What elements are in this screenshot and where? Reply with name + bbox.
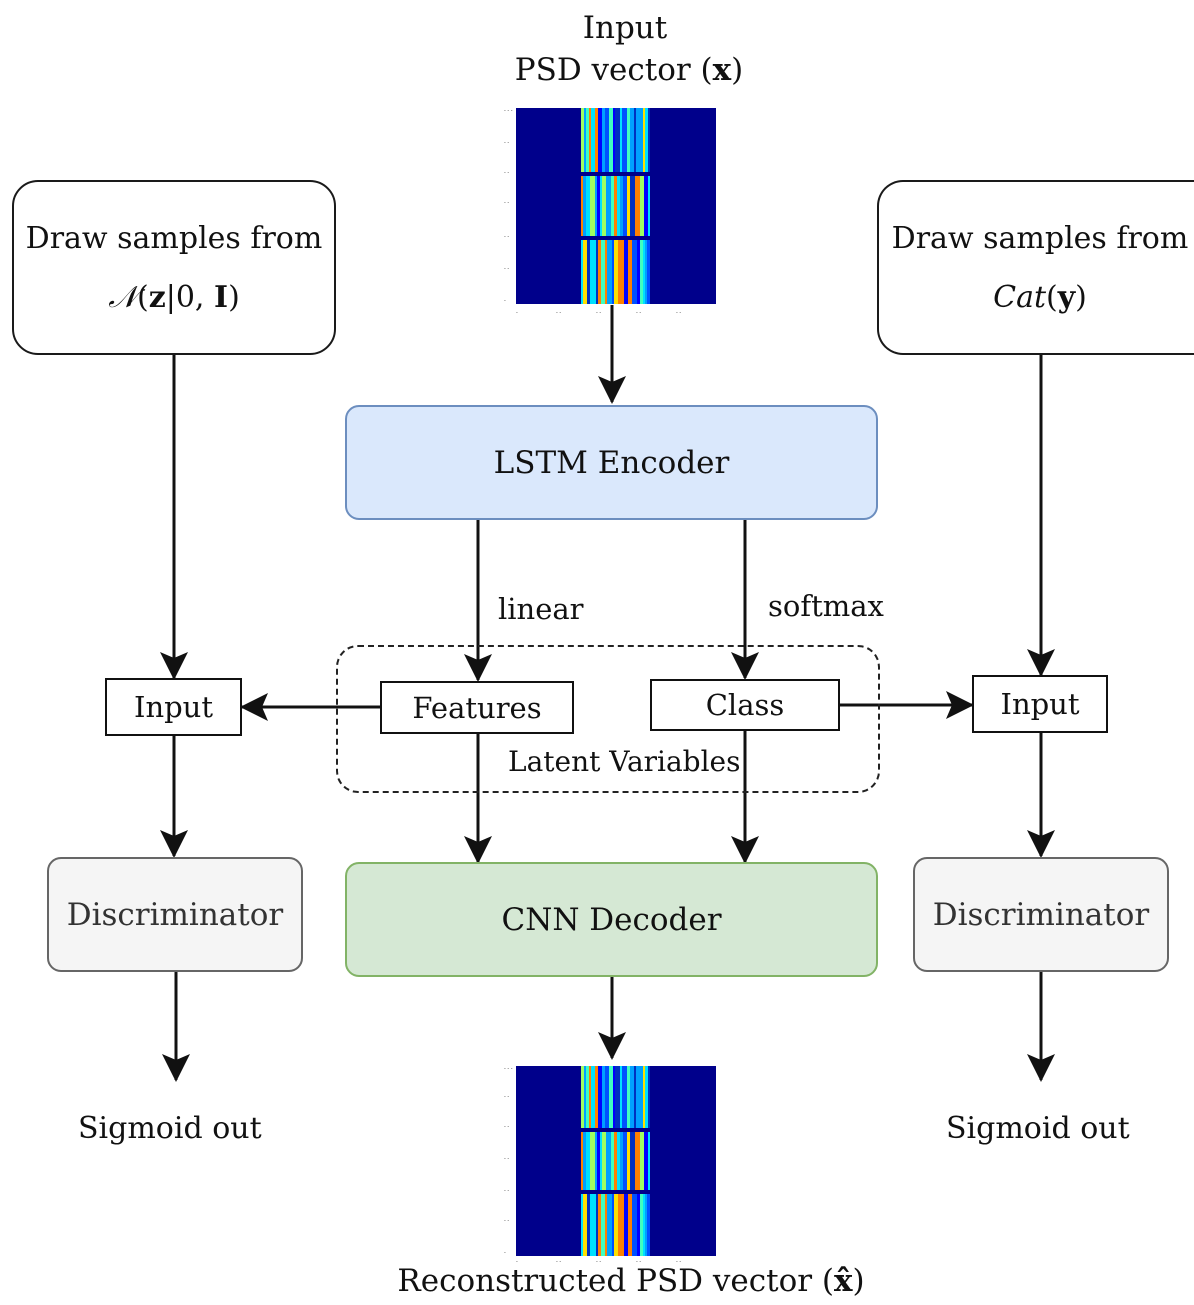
- left-sampler-distribution: 𝒩(z|0, I): [108, 280, 240, 315]
- svg-text:- -: - -: [504, 1124, 509, 1130]
- left-dist-close: ): [228, 279, 240, 315]
- right-dist-y: y: [1057, 279, 1076, 315]
- left-dist-open: (: [136, 279, 149, 315]
- svg-text:- - -: - - -: [504, 108, 513, 114]
- left-discriminator-label: Discriminator: [66, 896, 284, 933]
- features-box: Features: [380, 681, 574, 734]
- input-psd-heatmap-image: [516, 108, 716, 304]
- features-label: Features: [412, 690, 542, 725]
- left-sigmoid-output-label: Sigmoid out: [78, 1111, 262, 1146]
- svg-text:- -: - -: [504, 1156, 509, 1162]
- normal-distribution-symbol: 𝒩: [108, 279, 137, 315]
- svg-text:-: -: [504, 298, 506, 304]
- left-dist-i: I: [214, 279, 229, 315]
- class-box: Class: [650, 679, 840, 731]
- right-dist-close: ): [1075, 279, 1087, 315]
- svg-text:- -: - -: [504, 266, 509, 272]
- input-psd-title-var: x: [712, 52, 732, 88]
- right-input-label: Input: [1000, 687, 1080, 721]
- svg-text:- - -: - - -: [504, 1066, 513, 1072]
- left-sampler-box: Draw samples from 𝒩(z|0, I): [12, 180, 336, 355]
- output-psd-title-close: ): [852, 1263, 865, 1299]
- output-psd-heatmap: - - - - - - - - - - - - - - - - - - - - - - -: [504, 1066, 716, 1264]
- svg-text:- -: - -: [596, 310, 601, 316]
- svg-text:- -: - -: [504, 234, 509, 240]
- right-discriminator-box: Discriminator: [913, 857, 1169, 972]
- lstm-encoder-box: LSTM Encoder: [345, 405, 878, 520]
- latent-variables-group: [336, 645, 880, 793]
- left-sampler-line1: Draw samples from: [25, 220, 323, 256]
- svg-text:- -: - -: [676, 1259, 681, 1264]
- svg-text:-: -: [516, 1259, 518, 1264]
- input-psd-title-line1: Input: [582, 10, 668, 46]
- svg-text:- -: - -: [636, 1259, 641, 1264]
- svg-text:- -: - -: [504, 1188, 509, 1194]
- svg-text:- -: - -: [504, 200, 509, 206]
- svg-text:- -: - -: [504, 1094, 509, 1100]
- categorical-distribution-name: Cat: [993, 279, 1047, 315]
- right-input-box: Input: [972, 675, 1108, 733]
- left-input-box: Input: [105, 678, 242, 736]
- svg-text:- -: - -: [504, 170, 509, 176]
- svg-text:- -: - -: [596, 1259, 601, 1264]
- lstm-encoder-label: LSTM Encoder: [493, 444, 730, 481]
- left-dist-z: z: [148, 279, 166, 315]
- right-sampler-distribution: Cat(y): [993, 280, 1087, 315]
- input-psd-title-line2: PSD vector (x): [0, 52, 1194, 88]
- right-sigmoid-output-label: Sigmoid out: [946, 1111, 1130, 1146]
- left-discriminator-box: Discriminator: [47, 857, 303, 972]
- cnn-decoder-box: CNN Decoder: [345, 862, 878, 977]
- right-dist-open: (: [1046, 279, 1058, 315]
- output-psd-heatmap-image: [516, 1066, 716, 1256]
- softmax-edge-label: softmax: [768, 589, 884, 623]
- svg-text:- -: - -: [556, 1259, 561, 1264]
- output-psd-title: Reconstructed PSD vector (x̂): [0, 1263, 1194, 1299]
- linear-edge-label: linear: [498, 592, 584, 626]
- svg-text:-: -: [516, 310, 518, 316]
- input-psd-heatmap: - - - - - - - - - - - - - - - - - - - - - - -: [504, 108, 716, 316]
- svg-text:- -: - -: [676, 310, 681, 316]
- cnn-decoder-label: CNN Decoder: [501, 901, 722, 938]
- left-input-label: Input: [133, 690, 214, 724]
- class-label: Class: [705, 688, 785, 722]
- output-psd-title-var: x̂: [834, 1263, 853, 1299]
- svg-text:- -: - -: [636, 310, 641, 316]
- input-psd-title-close: ): [731, 52, 744, 88]
- right-discriminator-label: Discriminator: [932, 896, 1150, 933]
- output-psd-title-text: Reconstructed PSD vector (: [397, 1263, 834, 1299]
- svg-text:- -: - -: [504, 140, 509, 146]
- svg-text:-: -: [504, 1250, 506, 1256]
- svg-text:- -: - -: [556, 310, 561, 316]
- svg-text:- -: - -: [504, 1218, 509, 1224]
- right-sampler-line1: Draw samples from: [891, 220, 1189, 256]
- latent-variables-label: Latent Variables: [508, 745, 741, 778]
- input-psd-title-text: PSD vector (: [514, 52, 713, 88]
- left-dist-mid: |0,: [165, 279, 215, 315]
- right-sampler-box: Draw samples from Cat(y): [877, 180, 1194, 355]
